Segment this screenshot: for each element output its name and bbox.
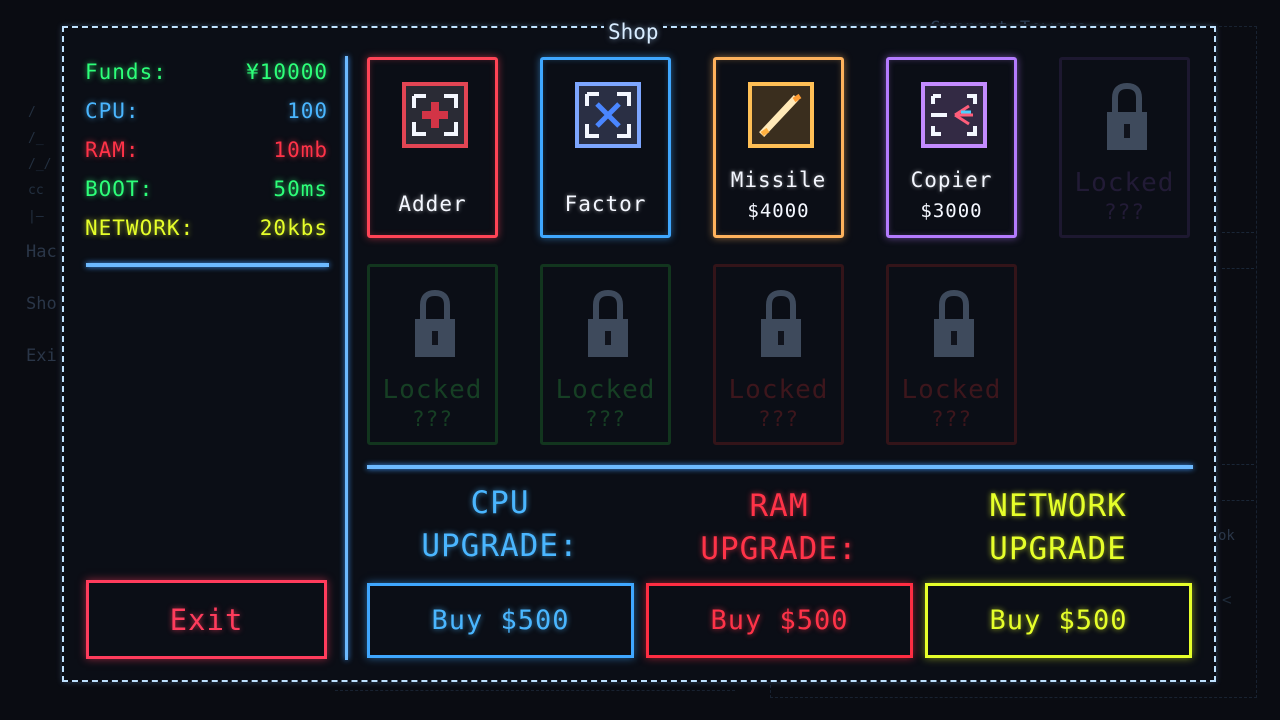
adder-icon — [402, 82, 468, 148]
background-ok-label: ok — [1218, 528, 1235, 544]
stat-label: Funds: — [85, 60, 167, 84]
tower-price: ??? — [585, 407, 626, 431]
background-line — [1222, 500, 1254, 501]
background-menu-shop: Sho — [26, 294, 57, 314]
ram-upgrade-title: RAM UPGRADE: — [700, 488, 858, 567]
stat-boot: BOOT: 50ms — [85, 177, 328, 207]
tower-name: Missile — [730, 168, 827, 192]
tower-name: Factor — [564, 192, 647, 216]
stat-label: BOOT: — [85, 177, 154, 201]
tower-price: $3000 — [920, 200, 983, 222]
factor-icon — [575, 82, 641, 148]
tower-name: Locked — [728, 375, 829, 405]
tower-card-copier[interactable]: Copier $3000 — [886, 57, 1017, 238]
tower-card-locked[interactable]: Locked ??? — [367, 264, 498, 445]
tower-name: Locked — [1074, 168, 1175, 198]
background-line — [1222, 268, 1254, 269]
buy-network-upgrade-button[interactable]: Buy $500 — [925, 583, 1192, 658]
tower-card-locked[interactable]: Locked ??? — [713, 264, 844, 445]
tower-name: Locked — [901, 375, 1002, 405]
exit-button[interactable]: Exit — [86, 580, 327, 659]
tower-card-missile[interactable]: Missile $4000 — [713, 57, 844, 238]
padlock-icon — [761, 289, 801, 357]
stat-value: ¥10000 — [246, 60, 328, 84]
tower-price: ??? — [412, 407, 453, 431]
stat-label: CPU: — [85, 99, 140, 123]
padlock-icon — [588, 289, 628, 357]
tower-price: ??? — [758, 407, 799, 431]
tower-card-locked[interactable]: Locked ??? — [540, 264, 671, 445]
tower-card-adder[interactable]: Adder — [367, 57, 498, 238]
stat-ram: RAM: 10mb — [85, 138, 328, 168]
stat-value: 50ms — [273, 177, 328, 201]
tower-name: Locked — [555, 375, 656, 405]
tower-name: Adder — [398, 192, 467, 216]
buy-ram-upgrade-button[interactable]: Buy $500 — [646, 583, 913, 658]
background-menu-hack: Hac — [26, 242, 57, 262]
background-line — [1222, 232, 1254, 233]
background-divider — [335, 690, 735, 701]
stat-label: NETWORK: — [85, 216, 195, 240]
network-upgrade-title: NETWORK UPGRADE — [989, 488, 1127, 567]
background-line — [1222, 464, 1254, 465]
upgrades-divider — [367, 465, 1193, 469]
tower-price: ??? — [931, 407, 972, 431]
stat-value: 20kbs — [259, 216, 328, 240]
vertical-divider — [345, 56, 348, 660]
stat-network: NETWORK: 20kbs — [85, 216, 328, 246]
shop-title: Shop — [604, 20, 663, 44]
tower-price: $4000 — [747, 200, 810, 222]
stat-value: 100 — [287, 99, 328, 123]
stat-cpu: CPU: 100 — [85, 99, 328, 129]
background-mark: < — [1222, 590, 1232, 609]
buy-cpu-upgrade-button[interactable]: Buy $500 — [367, 583, 634, 658]
padlock-icon — [415, 289, 455, 357]
stat-value: 10mb — [273, 138, 328, 162]
tower-name: Copier — [910, 168, 993, 192]
missile-icon — [748, 82, 814, 148]
background-decoration: / /_ /_/ cc |— — [28, 105, 52, 224]
tower-name: Locked — [382, 375, 483, 405]
background-menu-exit: Exi — [26, 346, 57, 366]
stat-label: RAM: — [85, 138, 140, 162]
tower-card-locked[interactable]: Locked ??? — [1059, 57, 1190, 238]
stat-funds: Funds: ¥10000 — [85, 60, 328, 90]
copier-icon — [921, 82, 987, 148]
stats-divider — [86, 263, 329, 267]
tower-card-factor[interactable]: Factor — [540, 57, 671, 238]
padlock-icon — [1107, 82, 1147, 150]
padlock-icon — [934, 289, 974, 357]
tower-price: ??? — [1104, 200, 1145, 224]
tower-card-locked[interactable]: Locked ??? — [886, 264, 1017, 445]
cpu-upgrade-title: CPU UPGRADE: — [421, 485, 579, 564]
